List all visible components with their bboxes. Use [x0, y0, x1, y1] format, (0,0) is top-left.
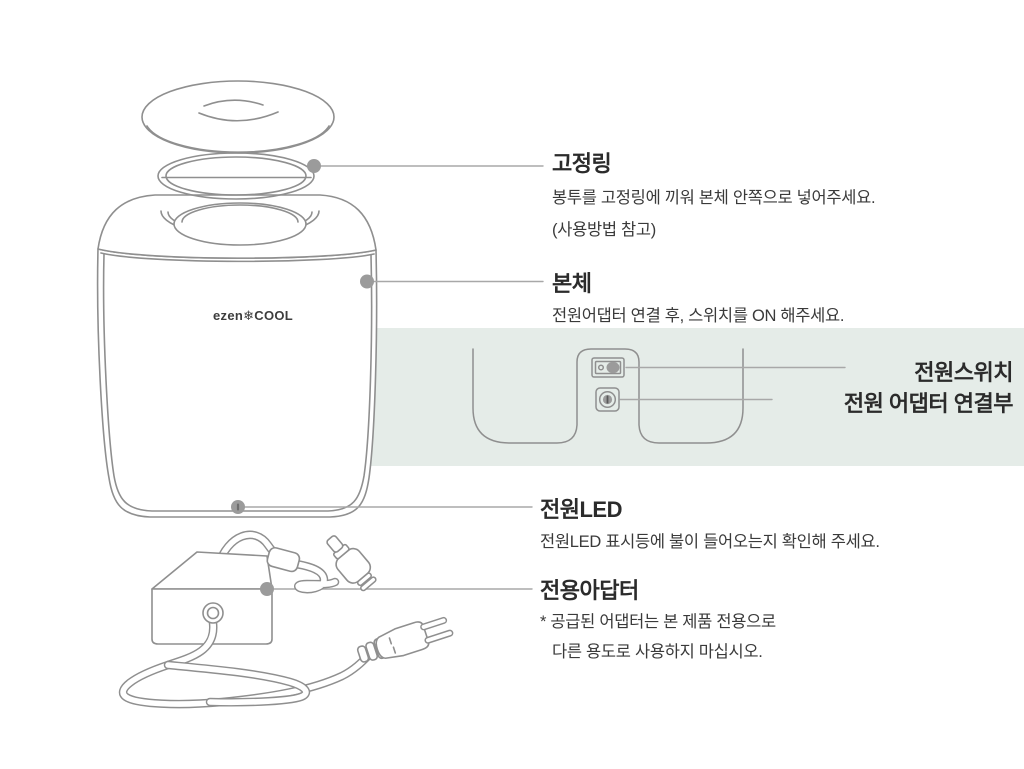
- power-switch-icon: [591, 357, 625, 378]
- callout-dots: [231, 159, 374, 596]
- power-plug: [356, 616, 454, 663]
- adapter-title: 전용아답터: [540, 578, 639, 603]
- fixing-ring-desc-1: 봉투를 고정링에 끼워 본체 안쪽으로 넣어주세요.: [552, 189, 876, 207]
- adapter-drawing: [118, 530, 454, 709]
- adapter-desc-1: * 공급된 어댑터는 본 제품 전용으로: [540, 613, 776, 631]
- power-led-desc: 전원LED 표시등에 불이 들어오는지 확인해 주세요.: [540, 533, 880, 551]
- main-body-desc: 전원어댑터 연결 후, 스위치를 ON 해주세요.: [552, 307, 845, 325]
- brand-logo: ezen❄COOL: [213, 308, 294, 323]
- fixing-ring-drawing: [157, 152, 315, 200]
- adapter-dot: [260, 582, 274, 596]
- fixing-ring-title: 고정링: [552, 151, 612, 176]
- power-led-icon: [236, 503, 240, 511]
- fixing-ring-desc-2: (사용방법 참고): [552, 221, 656, 239]
- fixing-ring-dot: [307, 159, 321, 173]
- lid-drawing: [141, 80, 335, 154]
- ac-cord: [118, 618, 374, 709]
- ferrite-bead: [266, 546, 301, 573]
- adapter-port-icon: [595, 387, 620, 412]
- dc-cable: [213, 530, 340, 594]
- leader-lines: [242, 165, 846, 590]
- rear-inset-drawing: [472, 348, 744, 444]
- main-body-title: 본체: [552, 271, 592, 296]
- power-led-title: 전원LED: [540, 497, 622, 522]
- main-body-drawing: [96, 194, 378, 518]
- main-body-dot: [360, 274, 374, 289]
- power-switch-label: 전원스위치: [914, 360, 1013, 385]
- adapter-port-label: 전원 어댑터 연결부: [843, 391, 1014, 416]
- dc-plug: [326, 535, 377, 592]
- adapter-desc-2: 다른 용도로 사용하지 마십시오.: [552, 643, 763, 661]
